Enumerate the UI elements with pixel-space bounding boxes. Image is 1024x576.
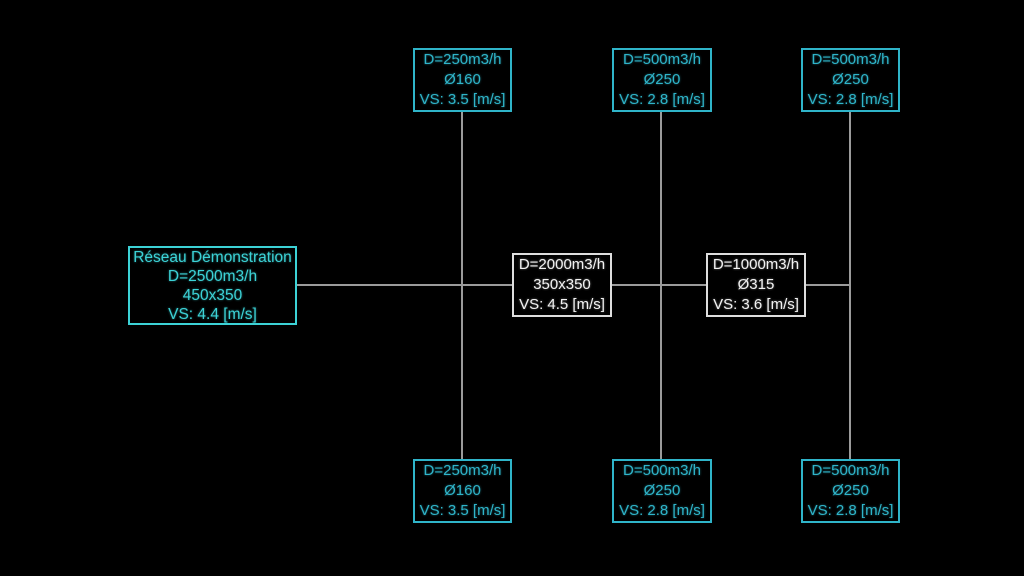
node-duct-size: Ø250 <box>832 482 869 499</box>
node-branch-bottom-2[interactable]: D=500m3/h Ø250 VS: 2.8 [m/s] <box>612 459 712 523</box>
node-root[interactable]: Réseau Démonstration D=2500m3/h 450x350 … <box>128 246 297 325</box>
node-velocity: VS: 2.8 [m/s] <box>619 502 705 519</box>
node-flow-value: D=250m3/h <box>423 462 502 479</box>
node-velocity: VS: 3.5 [m/s] <box>419 91 506 108</box>
node-flow-value: D=250m3/h <box>423 51 502 68</box>
node-flow-value: D=500m3/h <box>623 462 701 479</box>
node-velocity: VS: 2.8 [m/s] <box>619 91 705 108</box>
node-trunk-segment-2[interactable]: D=1000m3/h Ø315 VS: 3.6 [m/s] <box>706 253 806 317</box>
node-flow-value: D=1000m3/h <box>712 256 800 273</box>
node-velocity: VS: 2.8 [m/s] <box>807 502 894 519</box>
node-velocity: VS: 3.6 [m/s] <box>713 296 799 313</box>
node-duct-size: Ø160 <box>444 71 481 88</box>
node-title: Réseau Démonstration <box>133 248 292 266</box>
node-flow-value: D=2500m3/h <box>167 267 258 285</box>
node-duct-size: Ø160 <box>444 482 481 499</box>
node-flow-value: D=500m3/h <box>623 51 701 68</box>
node-duct-size: Ø250 <box>643 482 681 499</box>
node-duct-size: 350x350 <box>533 276 591 293</box>
node-duct-size: Ø315 <box>737 276 775 293</box>
node-duct-size: 450x350 <box>182 286 243 304</box>
node-branch-top-3[interactable]: D=500m3/h Ø250 VS: 2.8 [m/s] <box>801 48 900 112</box>
connector-branch-left[interactable] <box>461 112 463 459</box>
node-flow-value: D=2000m3/h <box>518 256 606 273</box>
node-velocity: VS: 4.5 [m/s] <box>519 296 605 313</box>
node-velocity: VS: 3.5 [m/s] <box>419 502 506 519</box>
node-branch-top-1[interactable]: D=250m3/h Ø160 VS: 3.5 [m/s] <box>413 48 512 112</box>
node-flow-value: D=500m3/h <box>811 51 890 68</box>
node-duct-size: Ø250 <box>643 71 681 88</box>
node-branch-bottom-3[interactable]: D=500m3/h Ø250 VS: 2.8 [m/s] <box>801 459 900 523</box>
node-velocity: VS: 2.8 [m/s] <box>807 91 894 108</box>
node-branch-top-2[interactable]: D=500m3/h Ø250 VS: 2.8 [m/s] <box>612 48 712 112</box>
node-trunk-segment-1[interactable]: D=2000m3/h 350x350 VS: 4.5 [m/s] <box>512 253 612 317</box>
node-velocity: VS: 4.4 [m/s] <box>168 305 257 323</box>
node-branch-bottom-1[interactable]: D=250m3/h Ø160 VS: 3.5 [m/s] <box>413 459 512 523</box>
node-duct-size: Ø250 <box>832 71 869 88</box>
connector-branch-right[interactable] <box>849 112 851 459</box>
node-flow-value: D=500m3/h <box>811 462 890 479</box>
connector-branch-middle[interactable] <box>660 112 662 459</box>
